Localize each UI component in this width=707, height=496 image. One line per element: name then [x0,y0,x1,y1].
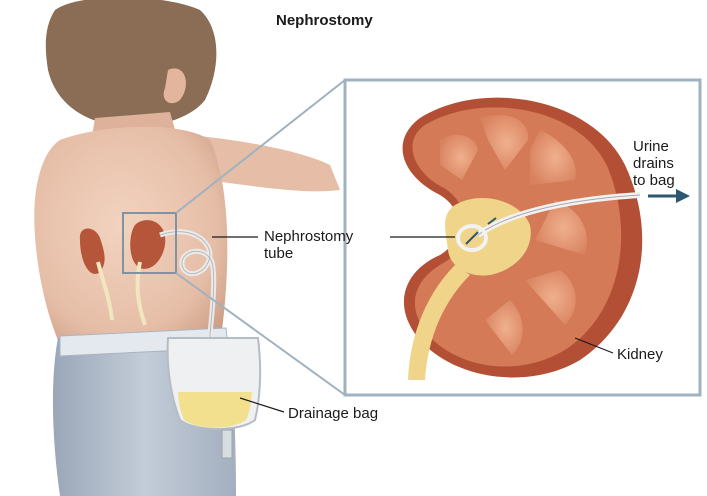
nephrostomy-tube-label: Nephrostomy tube [264,228,353,262]
urine-in-bag [178,392,252,428]
kidney-label: Kidney [617,346,663,363]
bag-valve [222,430,232,458]
urine-drains-label-line1: Urine [633,138,675,155]
diagram-title: Nephrostomy [276,12,373,29]
nephrostomy-tube-label-line1: Nephrostomy [264,228,353,245]
drainage-bag-label: Drainage bag [288,405,378,422]
nephrostomy-tube-label-line2: tube [264,245,353,262]
head-hair [46,0,217,127]
urine-drains-label-line2: drains [633,155,675,172]
urine-drains-label: Urine drains to bag [633,138,675,189]
urine-drains-label-line3: to bag [633,172,675,189]
